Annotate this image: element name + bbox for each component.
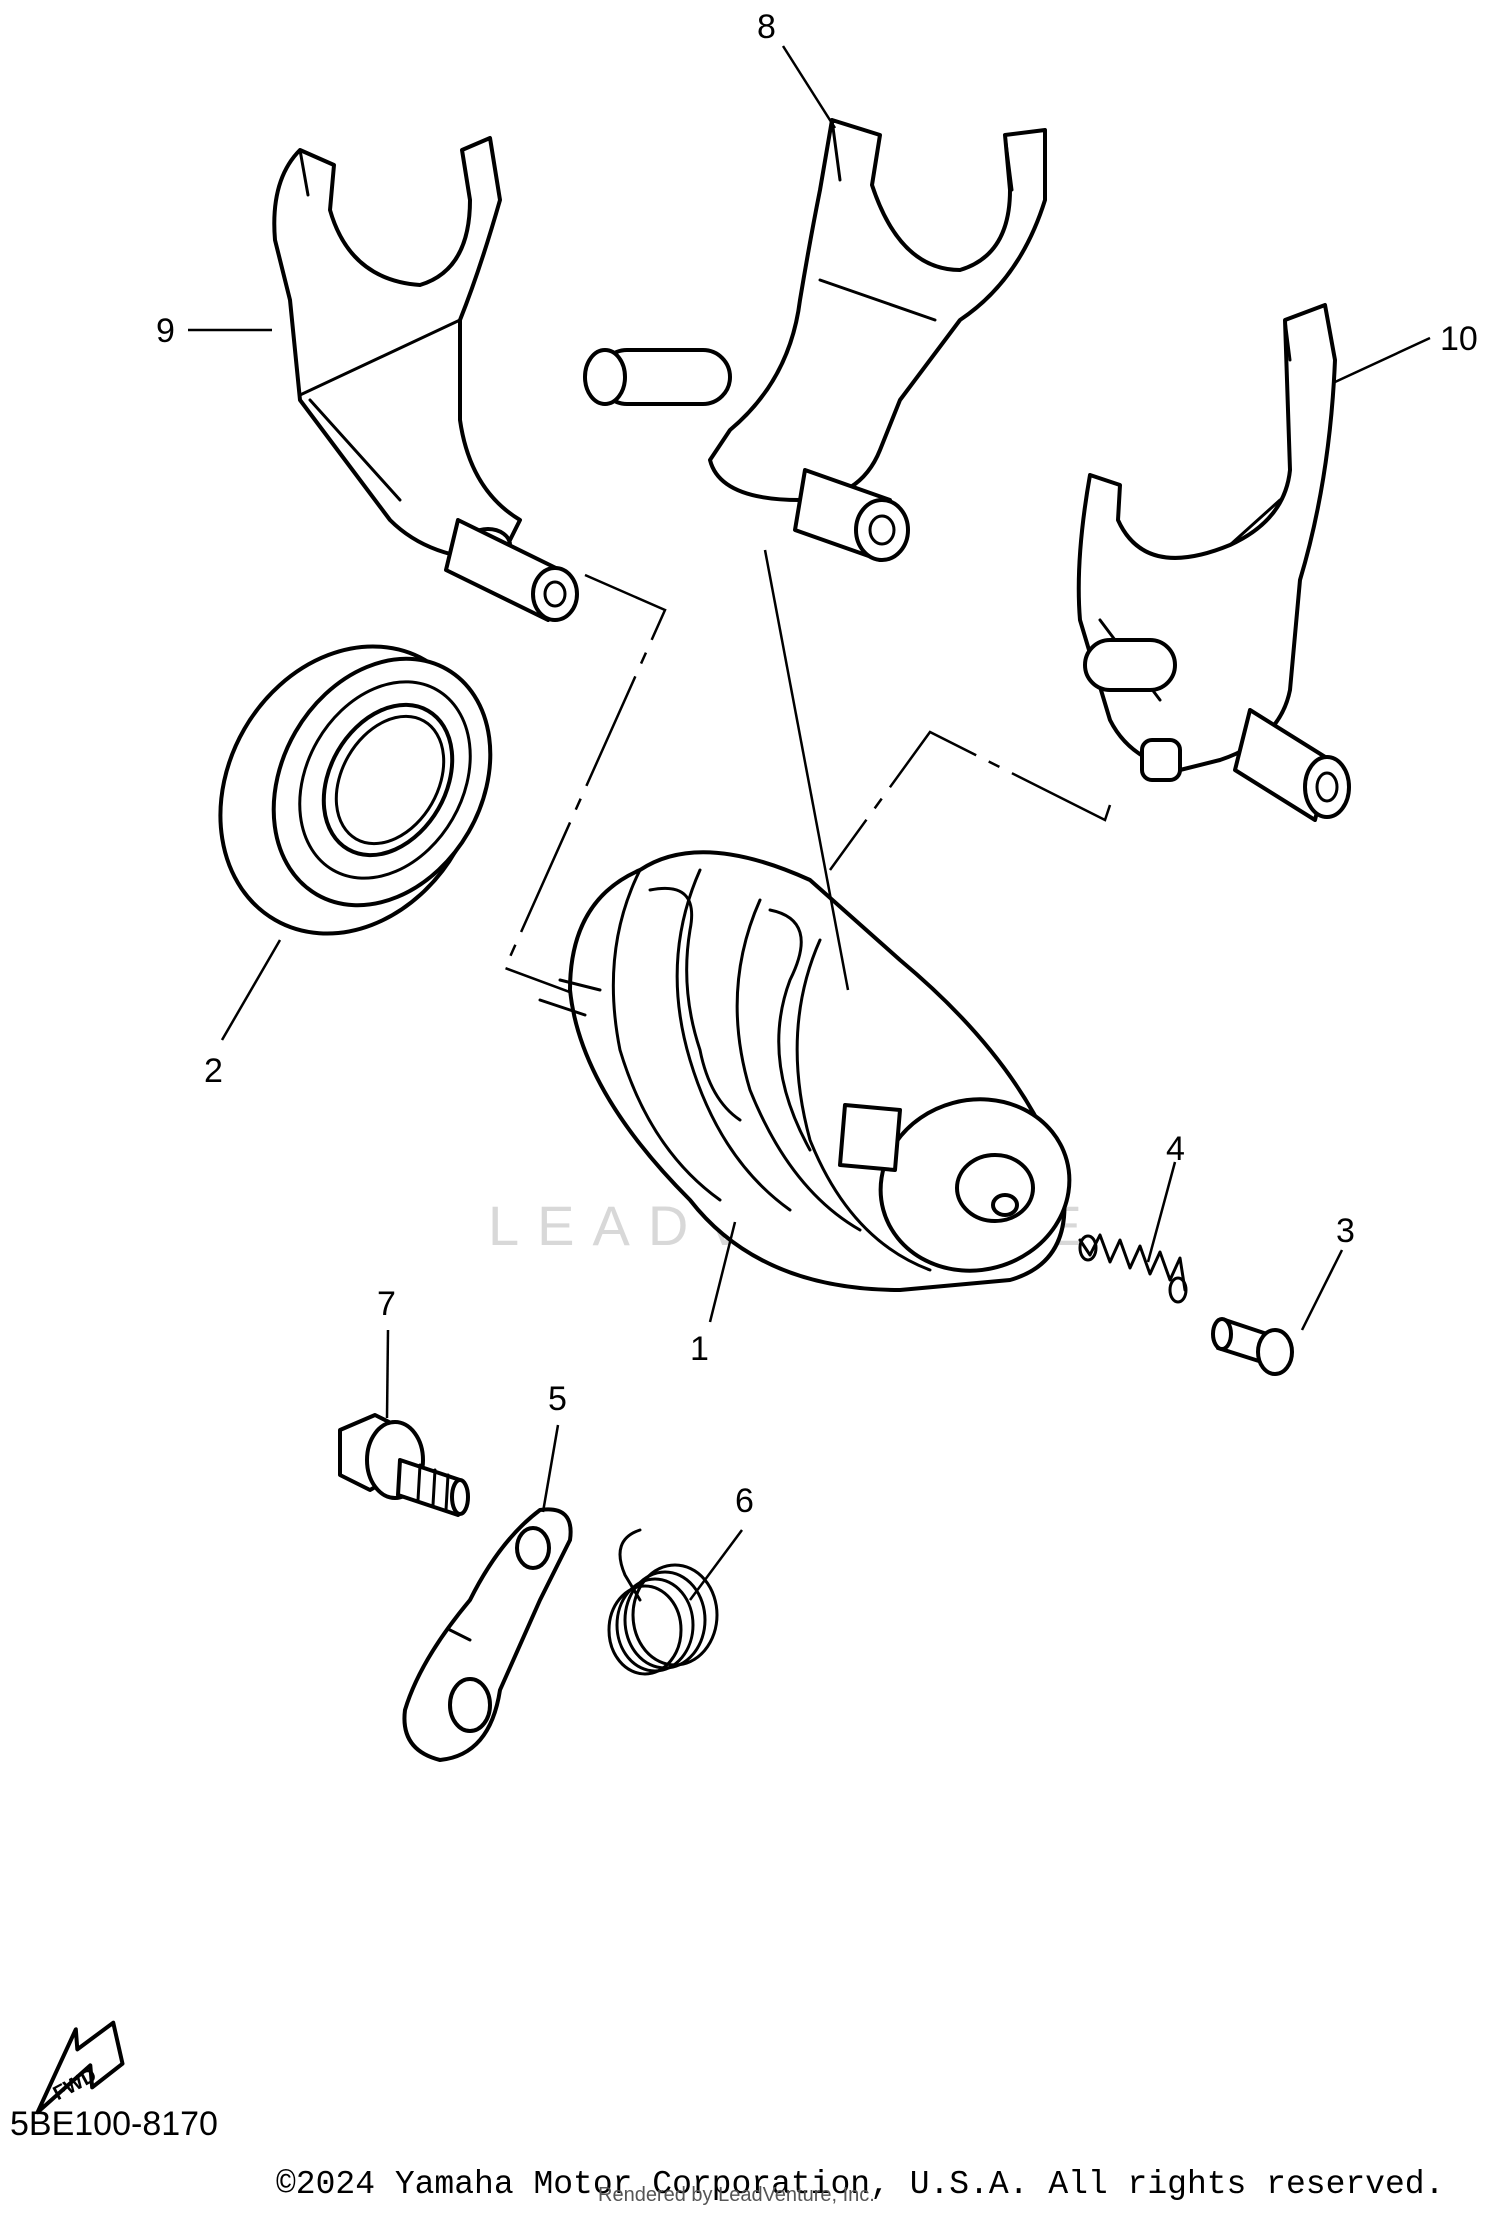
doc-code: 5BE100-8170 <box>10 2105 218 2143</box>
copyright-text: ©2024 Yamaha Motor Corporation, U.S.A. A… <box>276 2166 1445 2203</box>
shift-fork-8 <box>583 118 1047 562</box>
callout-2: 2 <box>204 1052 223 1090</box>
bearing-2 <box>218 644 493 936</box>
rendered-by-text: Rendered by LeadVenture, Inc. <box>598 2184 875 2206</box>
callout-3: 3 <box>1336 1212 1355 1250</box>
shift-fork-10 <box>1076 303 1351 822</box>
callout-8: 8 <box>757 8 776 46</box>
fwd-arrow-icon: FWD <box>35 2020 125 2115</box>
callout-9: 9 <box>156 312 175 350</box>
callout-6: 6 <box>735 1482 754 1520</box>
spring-4 <box>1078 1233 1188 1304</box>
callout-10: 10 <box>1440 320 1478 358</box>
callouts: 1 2 3 4 5 6 7 8 9 10 <box>156 8 1478 1520</box>
bolt-7 <box>338 1413 470 1517</box>
callout-4: 4 <box>1166 1130 1185 1168</box>
callout-1: 1 <box>690 1330 709 1368</box>
shift-fork-9 <box>272 136 579 622</box>
callout-7: 7 <box>377 1285 396 1323</box>
pin-3 <box>1211 1317 1294 1376</box>
callout-5: 5 <box>548 1380 567 1418</box>
torsion-spring-6 <box>607 1528 719 1676</box>
stopper-lever-5 <box>402 1507 573 1762</box>
leader-lines <box>188 45 1431 1601</box>
shift-drum-1 <box>538 850 1072 1292</box>
